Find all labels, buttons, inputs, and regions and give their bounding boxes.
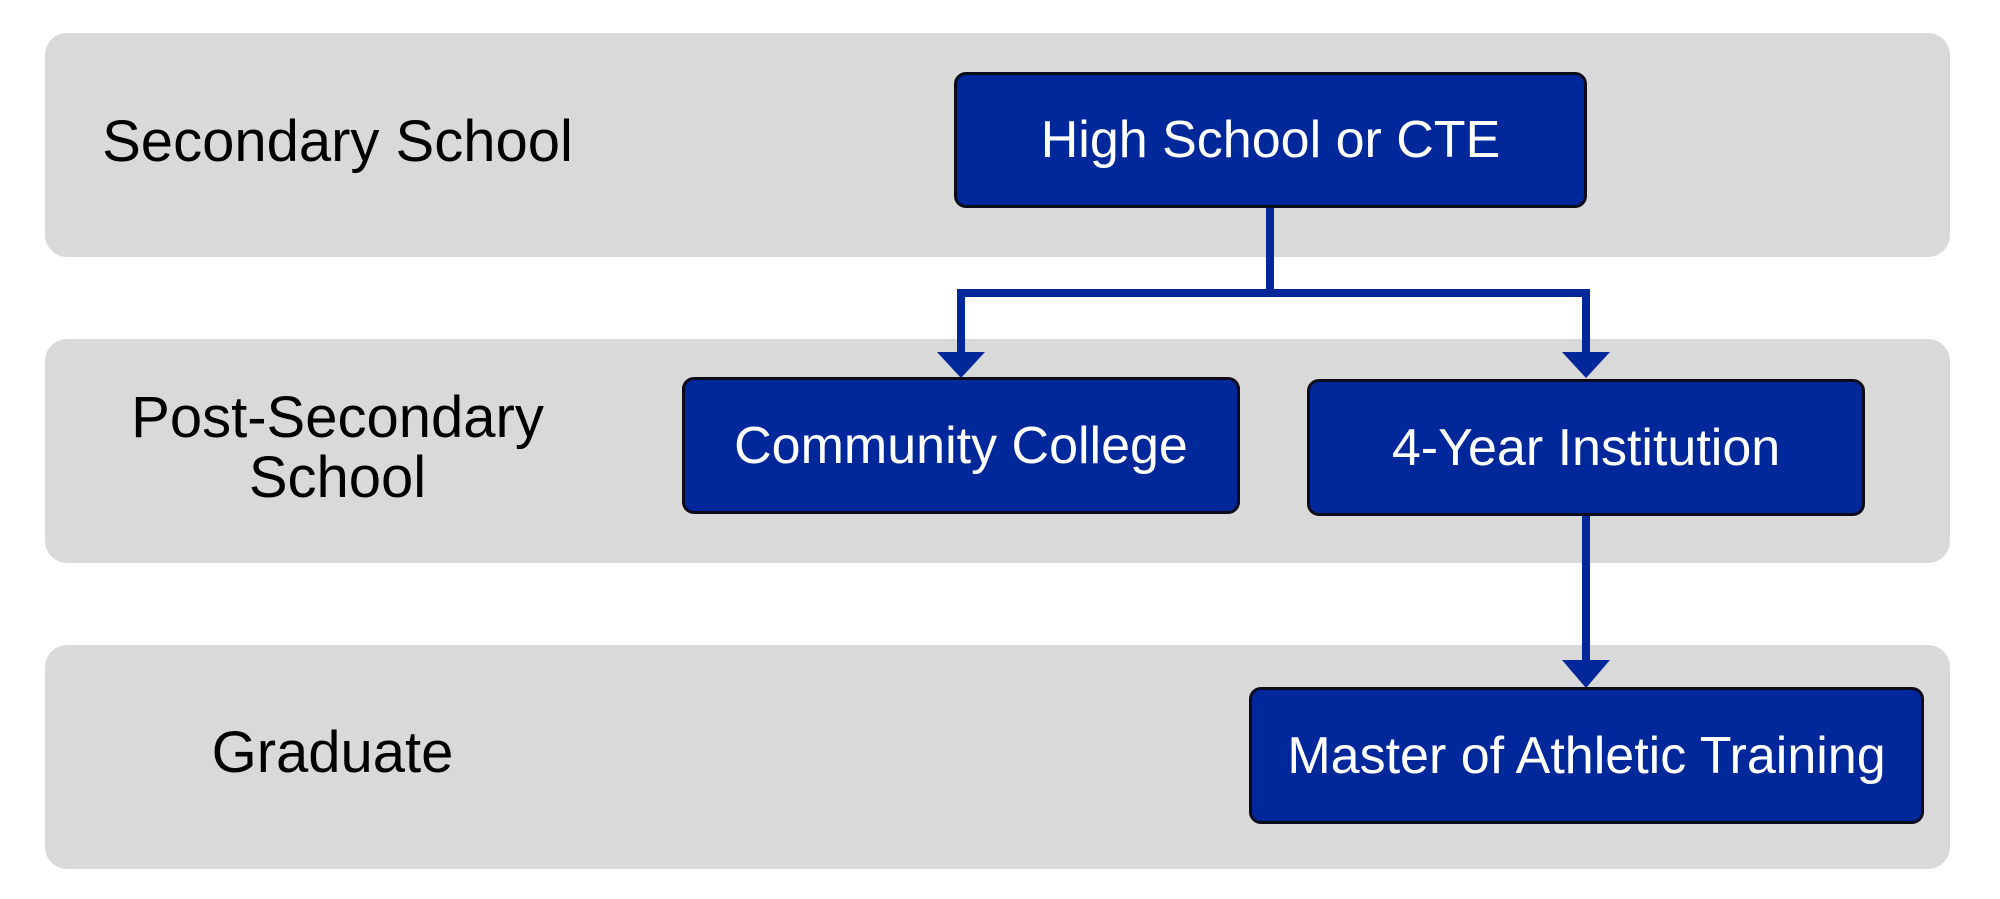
node-master-of-athletic-training: Master of Athletic Training [1249,687,1924,824]
node-community-college: Community College [682,377,1240,514]
node-high-school-or-cte: High School or CTE [954,72,1587,208]
level-label-graduate: Graduate [211,720,454,785]
node-four-year-institution: 4-Year Institution [1307,379,1865,516]
level-label-secondary: Secondary School [102,109,573,174]
level-label-post-secondary: Post-Secondary School [131,385,544,510]
